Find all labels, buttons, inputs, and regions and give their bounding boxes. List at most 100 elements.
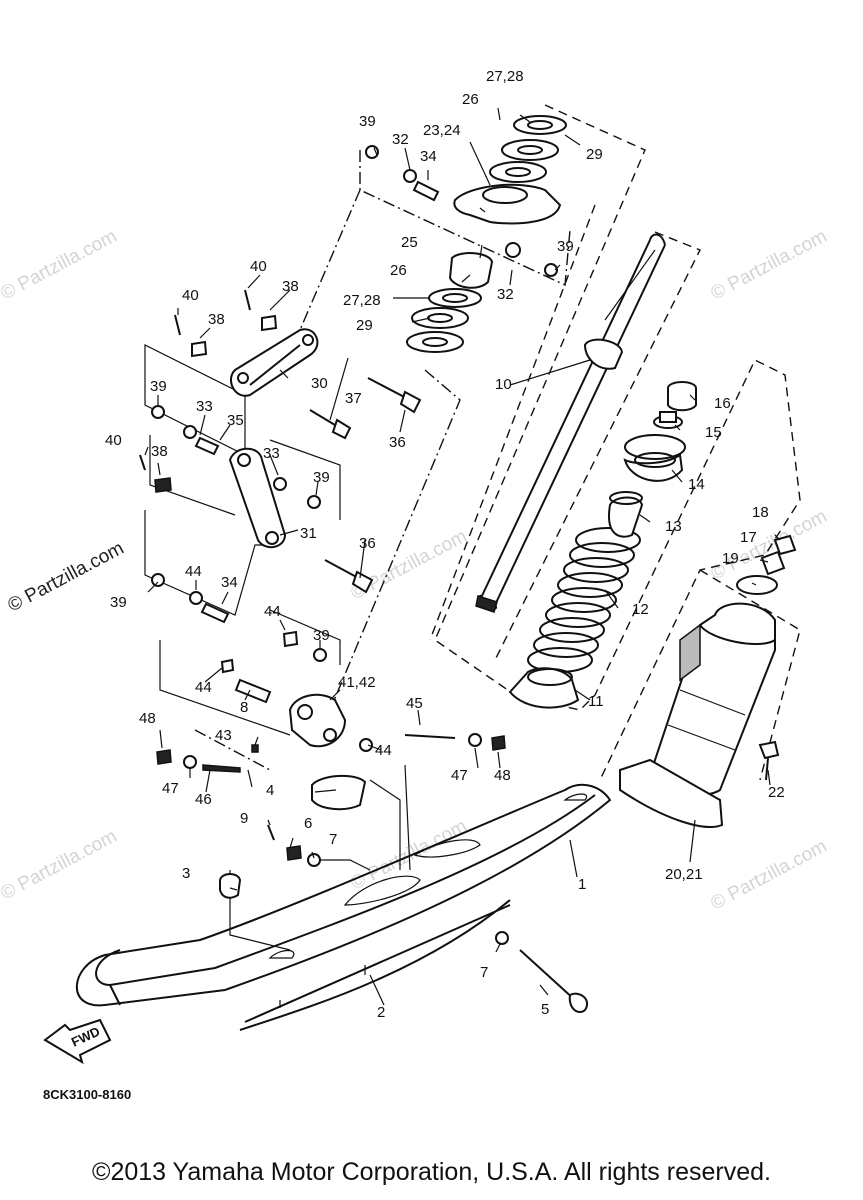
nut-17 (760, 550, 786, 576)
shock-rod (475, 233, 666, 613)
callout-label: 38 (208, 311, 225, 328)
spring-seat-lower (508, 667, 580, 709)
watermark-text: © Partzilla.com (4, 538, 127, 617)
watermark-text: © Partzilla.com (707, 226, 830, 305)
callout-label: 36 (359, 535, 376, 552)
callout-label: 3 (182, 865, 190, 882)
copyright-notice: ©2013 Yamaha Motor Corporation, U.S.A. A… (92, 1158, 771, 1186)
callout-label: 2 (377, 1004, 385, 1021)
callout-label: 16 (714, 395, 731, 412)
callout-label: 48 (494, 767, 511, 784)
callout-label: 6 (304, 815, 312, 832)
callout-label: 29 (356, 317, 373, 334)
cap-18 (773, 534, 797, 556)
callout-label: 22 (768, 784, 785, 801)
callout-label: 27,28 (486, 68, 524, 85)
callout-label: 44 (375, 742, 392, 759)
coil-spring (527, 527, 641, 673)
bushing-16 (667, 381, 697, 412)
leader-lines (144, 107, 781, 1006)
callouts: 1 2 3 4 5 6 7 7 8 9 10 11 12 13 14 15 16… (105, 68, 785, 1021)
callout-label: 47 (162, 780, 179, 797)
callout-label: 26 (462, 91, 479, 108)
callout-label: 4 (266, 782, 274, 799)
callout-label: 15 (705, 424, 722, 441)
callout-label: 7 (329, 831, 337, 848)
pivot-bracket-41-42 (288, 693, 347, 748)
watermark-text: © Partzilla.com (0, 226, 120, 305)
callout-label: 5 (541, 1001, 549, 1018)
fwd-arrow: FWD (43, 1018, 112, 1065)
callout-label: 38 (282, 278, 299, 295)
callout-label: 39 (557, 238, 574, 255)
callout-label: 48 (139, 710, 156, 727)
callout-label: 9 (240, 810, 248, 827)
callout-label: 41,42 (338, 674, 376, 691)
callout-label: 34 (420, 148, 437, 165)
callout-label: 39 (150, 378, 167, 395)
callout-label: 40 (182, 287, 199, 304)
callout-label: 1 (578, 876, 586, 893)
callout-label: 40 (250, 258, 267, 275)
callout-label: 35 (227, 412, 244, 429)
link-30 (230, 328, 319, 397)
callout-label: 8 (240, 699, 248, 716)
bolt-36-upper (367, 377, 422, 414)
hydraulic-cylinder (619, 602, 776, 828)
small-parts (139, 145, 558, 945)
bolt-5 (519, 949, 589, 1014)
bolt-46 (202, 764, 241, 773)
bolt-37 (309, 409, 352, 440)
washers-lower (406, 252, 494, 353)
callout-label: 37 (345, 390, 362, 407)
callout-label: 30 (311, 375, 328, 392)
bolt-36-lower (324, 559, 374, 594)
watermark-text: © Partzilla.com (0, 826, 120, 905)
callout-label: 44 (185, 563, 202, 580)
nut-3 (219, 873, 242, 899)
callout-label: 33 (196, 398, 213, 415)
callout-label: 39 (359, 113, 376, 130)
callout-label: 39 (313, 469, 330, 486)
washers-upper (489, 115, 567, 183)
callout-label: 36 (389, 434, 406, 451)
callout-label: 12 (632, 601, 649, 618)
callout-label: 11 (588, 693, 604, 710)
callout-label: 31 (300, 525, 317, 542)
callout-label: 26 (390, 262, 407, 279)
callout-label: 39 (313, 627, 330, 644)
callout-label: 20,21 (665, 866, 703, 883)
callout-label: 34 (221, 574, 238, 591)
callout-label: 17 (740, 529, 757, 546)
callout-label: 14 (688, 476, 705, 493)
bolt-45 (404, 734, 456, 739)
diagram-code: 8CK3100-8160 (43, 1087, 131, 1102)
callout-label: 43 (215, 727, 232, 744)
callout-label: 32 (392, 131, 409, 148)
watermark-text: © Partzilla.com (707, 836, 830, 915)
bolt-22 (758, 740, 780, 781)
callout-label: 38 (151, 443, 168, 460)
spring-seat-upper (623, 434, 686, 482)
callout-label: 25 (401, 234, 418, 251)
callout-label: 23,24 (423, 122, 461, 139)
washer-15 (653, 411, 683, 429)
callout-label: 27,28 (343, 292, 381, 309)
block-4 (311, 774, 367, 811)
callout-label: 33 (263, 445, 280, 462)
callout-label: 13 (665, 518, 682, 535)
bump-rubber (608, 491, 644, 538)
callout-label: 32 (497, 286, 514, 303)
callout-label: 40 (105, 432, 122, 449)
callout-label: 44 (264, 603, 281, 620)
washer-19 (736, 575, 778, 595)
callout-label: 10 (495, 376, 512, 393)
callout-label: 29 (586, 146, 603, 163)
callout-label: 19 (722, 550, 739, 567)
callout-label: 45 (406, 695, 423, 712)
callout-label: 46 (195, 791, 212, 808)
ski (75, 783, 612, 1031)
upper-bracket (453, 183, 562, 225)
callout-label: 47 (451, 767, 468, 784)
